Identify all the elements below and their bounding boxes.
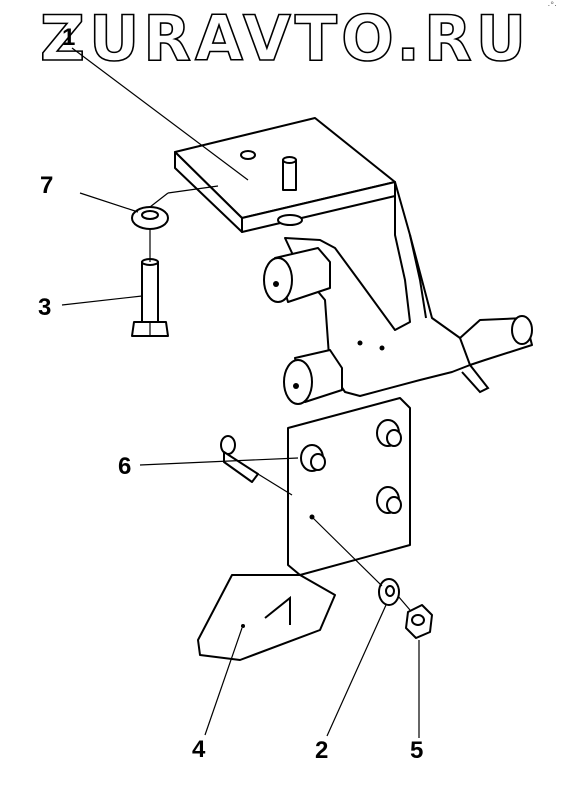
part-7-washer (131, 206, 169, 230)
part-5-nut (405, 604, 433, 639)
stud-left (300, 444, 326, 472)
part-3-bolt (131, 258, 169, 337)
callout-4: 4 (192, 736, 206, 763)
stud-top-right (376, 419, 402, 447)
part-6-small-bolt (220, 435, 259, 483)
callout-3: 3 (38, 294, 52, 321)
callout-6: 6 (118, 453, 132, 480)
part-1-upper-bracket (174, 117, 533, 405)
leader-lines (61, 47, 420, 738)
watermark-text: ZURAVTO.RU (39, 1, 531, 76)
callout-7: 7 (40, 172, 54, 199)
corner-mark: ·°· (547, 0, 557, 10)
part-4-lower-bracket (197, 397, 411, 661)
stud-mid-right (376, 486, 402, 514)
callout-5: 5 (410, 737, 424, 764)
part-2-washer (378, 578, 400, 606)
callout-1: 1 (62, 24, 76, 51)
callout-2: 2 (315, 737, 329, 764)
